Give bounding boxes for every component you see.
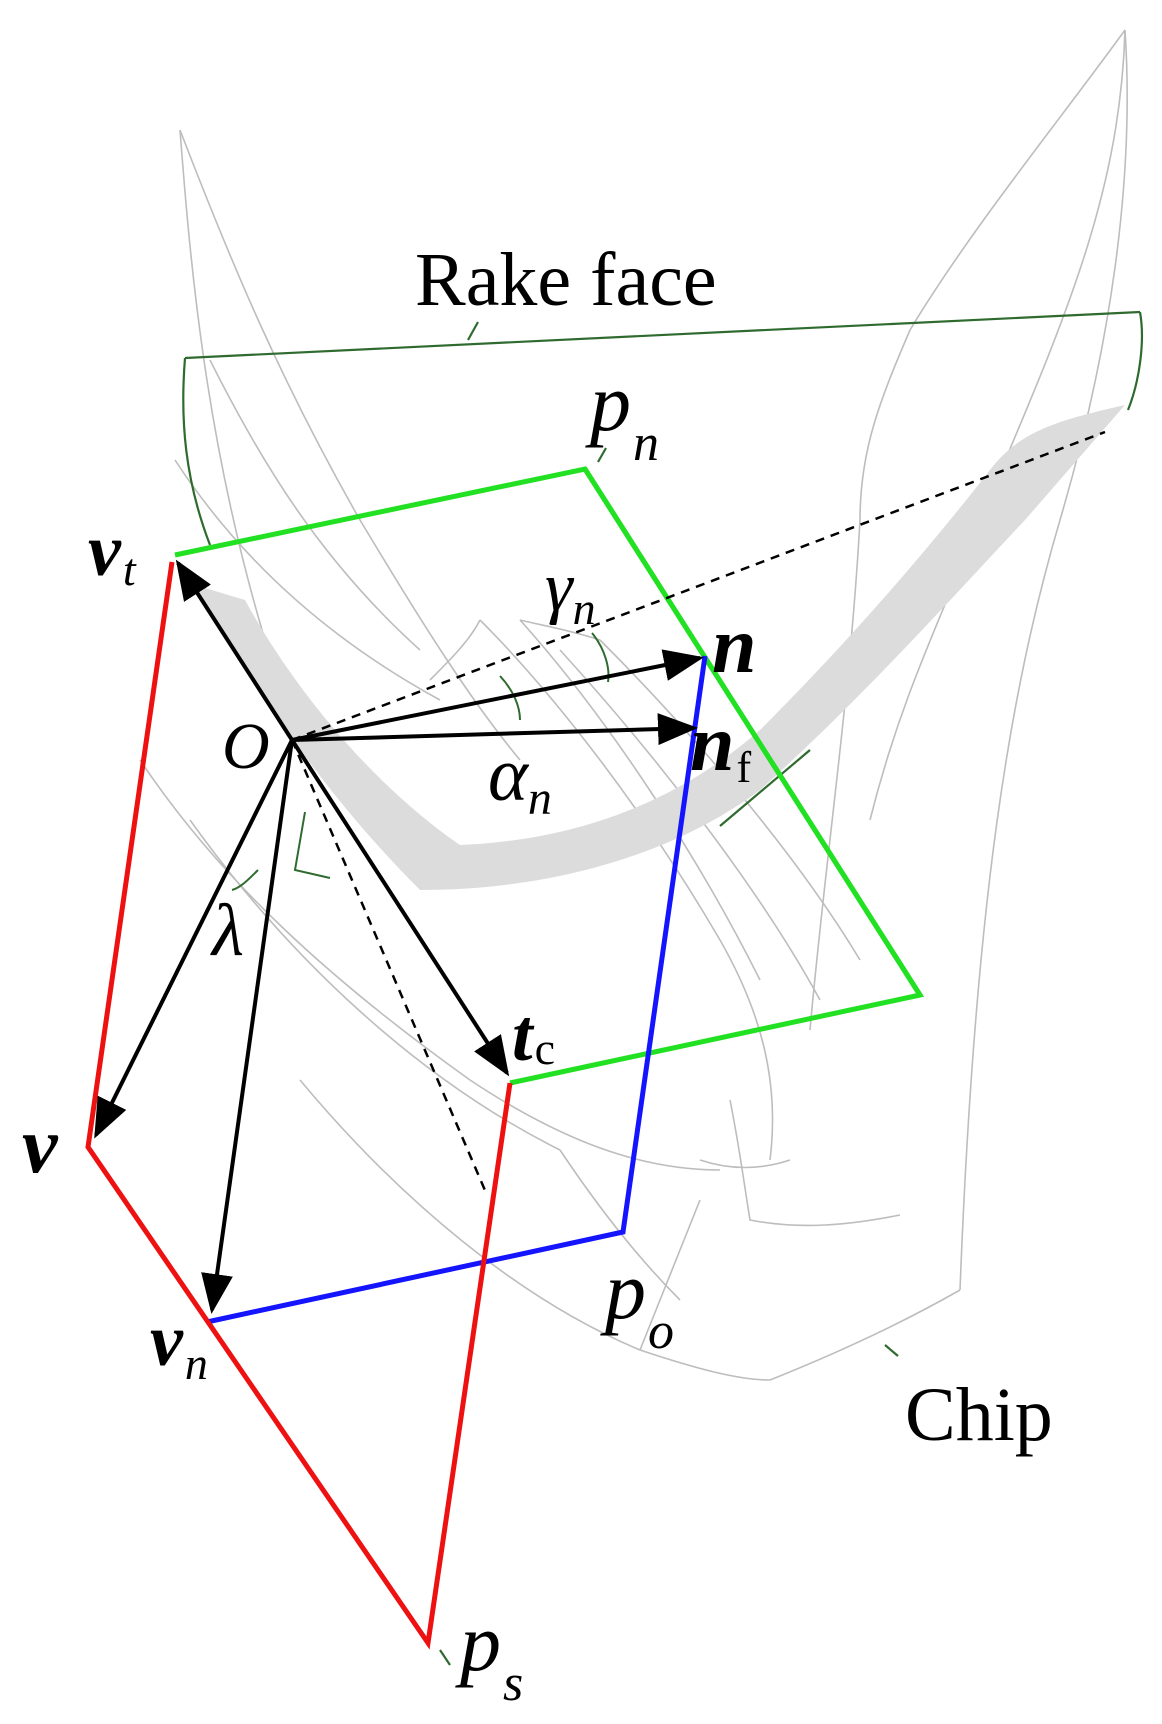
- shaded-contact-band: [195, 405, 1125, 890]
- vector-vn-label: vn: [150, 1300, 208, 1389]
- vector-nf: [291, 713, 698, 746]
- vectors: [94, 559, 704, 1314]
- origin-label: O: [222, 710, 270, 783]
- vector-v-label: v: [22, 1102, 59, 1190]
- dashed-line-rake: [291, 430, 1106, 742]
- plane-po-outline: [206, 655, 708, 1325]
- plane-po-label: po: [600, 1245, 674, 1360]
- vector-tc: [290, 738, 510, 1077]
- dashed-line-down: [290, 739, 489, 1196]
- plane-pn-label: pn: [585, 357, 659, 472]
- vector-nf-label: nf: [690, 700, 752, 792]
- plane-pn-right-edge: [582, 467, 923, 997]
- rake-face-label: Rake face: [415, 238, 717, 322]
- rake-face-bracket: [182, 310, 1144, 1666]
- vector-vn: [201, 739, 294, 1314]
- plane-ps-outline: [85, 561, 513, 1650]
- vector-tc-label: tc: [512, 995, 555, 1077]
- angle-arcs: [231, 632, 610, 891]
- angle-lambda-label: λ: [210, 890, 244, 972]
- vector-vt-label: vt: [88, 510, 137, 595]
- chip-label: Chip: [905, 1373, 1053, 1457]
- angle-alpha-n-label: αn: [488, 733, 552, 825]
- vector-n: [291, 649, 704, 742]
- vector-vt: [175, 559, 294, 742]
- vector-v: [94, 739, 294, 1139]
- vector-n-label: n: [712, 602, 757, 690]
- plane-ps-label: ps: [455, 1597, 523, 1712]
- angle-gamma-n-label: γn: [545, 549, 596, 634]
